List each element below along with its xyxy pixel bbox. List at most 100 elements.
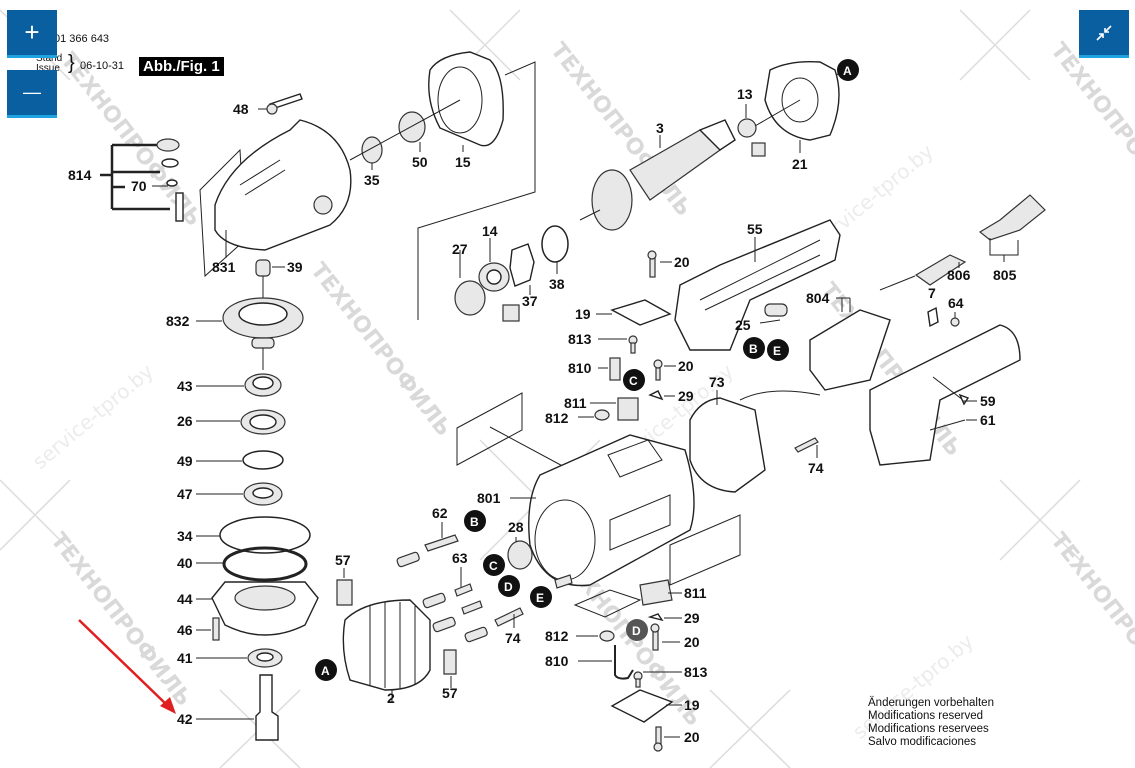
brace: } (68, 52, 75, 74)
label-812b: 812 (545, 628, 569, 644)
label-811a: 811 (564, 395, 587, 411)
brush-group-lower: 811 29 812 20 810 813 19 20 (545, 579, 708, 752)
callout-a-top: A (837, 59, 859, 81)
label-64: 64 (948, 295, 964, 311)
collapse-arrows-icon (1096, 24, 1112, 41)
label-28: 28 (508, 519, 524, 535)
callout-e-handle: E (767, 339, 789, 361)
svg-text:C: C (629, 374, 638, 388)
label-57b: 57 (442, 685, 458, 701)
label-62: 62 (432, 505, 448, 521)
svg-text:A: A (843, 64, 852, 78)
issue-label: Issue (36, 63, 60, 74)
label-26: 26 (177, 413, 193, 429)
svg-text:ТЕХНОПРОФИЛЬ: ТЕХНОПРОФИЛЬ (1045, 528, 1135, 711)
label-41: 41 (177, 650, 193, 666)
stand-label: Stand (36, 53, 63, 64)
figure-label: Abb./Fig. 1 (139, 57, 224, 76)
minus-icon: — (23, 82, 41, 102)
callout-e-coil: E (530, 586, 552, 608)
label-37: 37 (522, 293, 538, 309)
svg-text:service-tpro.by: service-tpro.by (28, 359, 158, 474)
label-29a: 29 (678, 388, 694, 404)
label-814: 814 (68, 167, 92, 183)
label-40: 40 (177, 555, 193, 571)
label-832: 832 (166, 313, 190, 329)
label-3: 3 (656, 120, 664, 136)
svg-text:A: A (321, 664, 330, 678)
label-74a: 74 (808, 460, 824, 476)
label-73: 73 (709, 374, 725, 390)
svg-text:B: B (749, 342, 758, 356)
label-812a: 812 (545, 410, 569, 426)
collapse-button[interactable] (1079, 10, 1129, 58)
revision-date: 06-10-31 (80, 60, 125, 72)
label-20a: 20 (674, 254, 690, 270)
callout-a-stator: A (315, 659, 337, 681)
svg-text:B: B (470, 515, 479, 529)
label-35: 35 (364, 172, 380, 188)
svg-text:D: D (632, 624, 641, 638)
part-number: 01 366 643 (54, 33, 110, 45)
callouts: A B E C B C D E D A (315, 59, 859, 681)
bearing-plate-group: 35 50 15 27 14 37 38 (349, 51, 569, 322)
callout-c-coil: C (483, 554, 505, 576)
label-44: 44 (177, 591, 193, 607)
label-19b: 19 (684, 697, 700, 713)
zoom-in-button[interactable]: + (7, 10, 57, 58)
callout-c-upper: C (623, 369, 645, 391)
svg-text:ТЕХНОПРОФИЛЬ: ТЕХНОПРОФИЛЬ (305, 258, 456, 441)
label-70: 70 (131, 178, 147, 194)
label-39: 39 (287, 259, 303, 275)
label-810a: 810 (568, 360, 592, 376)
armature-group: 3 13 21 (579, 60, 847, 231)
label-20b: 20 (678, 358, 694, 374)
label-25: 25 (735, 317, 751, 333)
label-806: 806 (947, 267, 971, 283)
label-811b: 811 (684, 585, 707, 601)
label-20d: 20 (684, 729, 700, 745)
label-48: 48 (233, 101, 249, 117)
note-de: Änderungen vorbehalten (868, 697, 994, 709)
stand-issue-label: Stand Issue (36, 54, 62, 74)
svg-text:C: C (489, 559, 498, 573)
label-29b: 29 (684, 610, 700, 626)
label-13: 13 (737, 86, 753, 102)
note-en: Modifications reserved (868, 710, 984, 722)
label-61: 61 (980, 412, 996, 428)
note-es: Salvo modificaciones (868, 736, 977, 748)
label-46: 46 (177, 622, 193, 638)
zoom-out-button[interactable]: — (7, 70, 57, 118)
label-27: 27 (452, 241, 468, 257)
label-21: 21 (792, 156, 808, 172)
label-801: 801 (477, 490, 501, 506)
red-arrow-annotation (78, 619, 176, 714)
svg-text:E: E (773, 344, 781, 358)
label-43: 43 (177, 378, 193, 394)
gear-head-group: 48 814 70 831 39 832 43 26 (68, 93, 352, 741)
callout-d-coil: D (498, 575, 520, 597)
svg-text:ТЕХНОПРОФИЛЬ: ТЕХНОПРОФИЛЬ (1045, 38, 1135, 221)
note-fr: Modifications reservees (868, 723, 989, 735)
brush-group-upper: 20 19 813 810 20 29 811 812 (545, 250, 694, 426)
label-59: 59 (980, 393, 996, 409)
modifications-notice: Änderungen vorbehalten Modifications res… (868, 697, 994, 749)
label-2: 2 (387, 690, 395, 706)
svg-text:ТЕХНОПРОФИЛЬ: ТЕХНОПРОФИЛЬ (45, 528, 196, 711)
label-14: 14 (482, 223, 498, 239)
label-63: 63 (452, 550, 468, 566)
label-74b: 74 (505, 630, 521, 646)
callout-b-coil: B (464, 510, 486, 532)
handle-group: 55 25 804 59 61 806 805 7 64 74 73 (674, 194, 1046, 493)
label-49: 49 (177, 453, 193, 469)
plus-icon: + (24, 17, 40, 47)
svg-text:D: D (504, 580, 513, 594)
label-810b: 810 (545, 653, 569, 669)
label-57a: 57 (335, 552, 351, 568)
label-831: 831 (212, 259, 236, 275)
label-15: 15 (455, 154, 471, 170)
label-7: 7 (928, 285, 936, 301)
label-47: 47 (177, 486, 193, 502)
label-55: 55 (747, 221, 763, 237)
